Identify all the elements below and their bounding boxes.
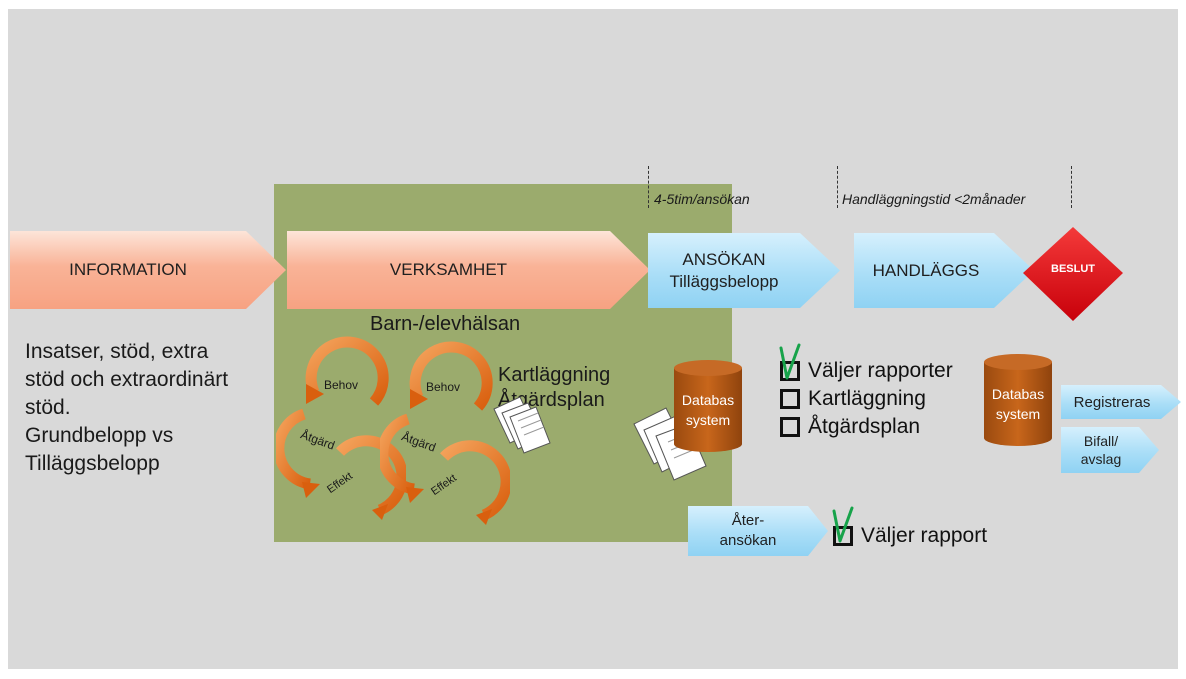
ansokan-arrow: ANSÖKAN Tilläggsbelopp xyxy=(648,233,840,308)
bifall-avslag-arrow: Bifall/ avslag xyxy=(1061,427,1159,473)
checkmark-icon-2 xyxy=(832,506,854,543)
left-text-line-4: Grundbelopp vs xyxy=(25,424,174,447)
left-text-line-5: Tilläggsbelopp xyxy=(25,452,160,475)
processing-time-note: Handläggningstid <2månader xyxy=(842,191,1026,207)
database2-line1: Databas xyxy=(991,386,1045,402)
checklist-item-valjer-rapporter: Väljer rapporter xyxy=(780,357,953,385)
database1-line1: Databas xyxy=(681,392,735,408)
cycle-arrows-icon-1 xyxy=(276,336,406,520)
ateransokan-line1: Åter- xyxy=(731,512,765,529)
left-description: Insatser, stöd, extra stöd och extraordi… xyxy=(25,338,228,478)
registreras-arrow: Registreras xyxy=(1061,385,1181,419)
left-text-line-3: stöd. xyxy=(25,396,71,419)
avslag-label: avslag xyxy=(1080,451,1122,467)
bifall-label: Bifall/ xyxy=(1083,433,1119,449)
slide-canvas: 4-5tim/ansökan Handläggningstid <2månade… xyxy=(8,9,1178,669)
beslut-diamond-icon xyxy=(1023,227,1123,321)
ateransokan-arrow: Åter- ansökan xyxy=(688,506,828,556)
checkbox-icon-checked[interactable] xyxy=(833,526,853,546)
tillaggsbelopp-label: Tilläggsbelopp xyxy=(669,271,779,291)
cycle-arrows-icon-2 xyxy=(380,341,510,525)
checkbox-icon[interactable] xyxy=(780,417,800,437)
verksamhet-label: VERKSAMHET xyxy=(389,260,508,279)
dashed-marker-3 xyxy=(1071,166,1072,208)
checklist-item-valjer-rapport: Väljer rapport xyxy=(833,522,987,550)
verksamhet-arrow: VERKSAMHET xyxy=(287,231,650,309)
information-arrow: INFORMATION xyxy=(10,231,286,309)
checkbox-icon[interactable] xyxy=(780,389,800,409)
information-label: INFORMATION xyxy=(69,260,187,279)
ansokan-label: ANSÖKAN xyxy=(682,249,766,269)
checklist-item-atgardsplan: Åtgärdsplan xyxy=(780,413,953,441)
beslut-label: BESLUT xyxy=(1051,263,1095,275)
cycle1-behov-label: Behov xyxy=(324,378,359,392)
document-stack-icon-1 xyxy=(493,396,551,454)
database1-line2: system xyxy=(685,412,731,428)
handlaggs-label: HANDLÄGGS xyxy=(872,260,980,280)
database-cylinder-icon-1: Databas system xyxy=(672,358,744,454)
dashed-marker-2 xyxy=(837,166,838,208)
checkbox-icon-checked[interactable] xyxy=(780,361,800,381)
database-cylinder-icon-2: Databas system xyxy=(982,352,1054,448)
checklist-item-kartlaggning: Kartläggning xyxy=(780,385,953,413)
left-text-line-2: stöd och extraordinärt xyxy=(25,368,229,391)
cycle2-behov-label: Behov xyxy=(426,380,461,394)
dashed-marker-1 xyxy=(648,166,649,208)
kartlaggning-text: Kartläggning xyxy=(498,364,611,386)
registreras-label: Registreras xyxy=(1073,393,1151,411)
valjer-rapport-label: Väljer rapport xyxy=(861,524,988,547)
checklist-label-2: Kartläggning xyxy=(808,387,926,410)
database2-line2: system xyxy=(995,406,1041,422)
checkmark-icon-1 xyxy=(779,343,801,380)
handlaggs-arrow: HANDLÄGGS xyxy=(854,233,1034,308)
ateransokan-line2: ansökan xyxy=(719,532,777,549)
report-checklist: Väljer rapporter Kartläggning Åtgärdspla… xyxy=(780,357,953,441)
checklist-label-3: Åtgärdsplan xyxy=(808,415,921,438)
left-text-line-1: Insatser, stöd, extra xyxy=(25,340,209,363)
barn-elevhalsan-heading: Barn-/elevhälsan xyxy=(370,313,521,335)
time-per-application-note: 4-5tim/ansökan xyxy=(654,191,750,207)
reapplication-check: Väljer rapport xyxy=(833,522,987,550)
checklist-label-1: Väljer rapporter xyxy=(808,359,953,382)
